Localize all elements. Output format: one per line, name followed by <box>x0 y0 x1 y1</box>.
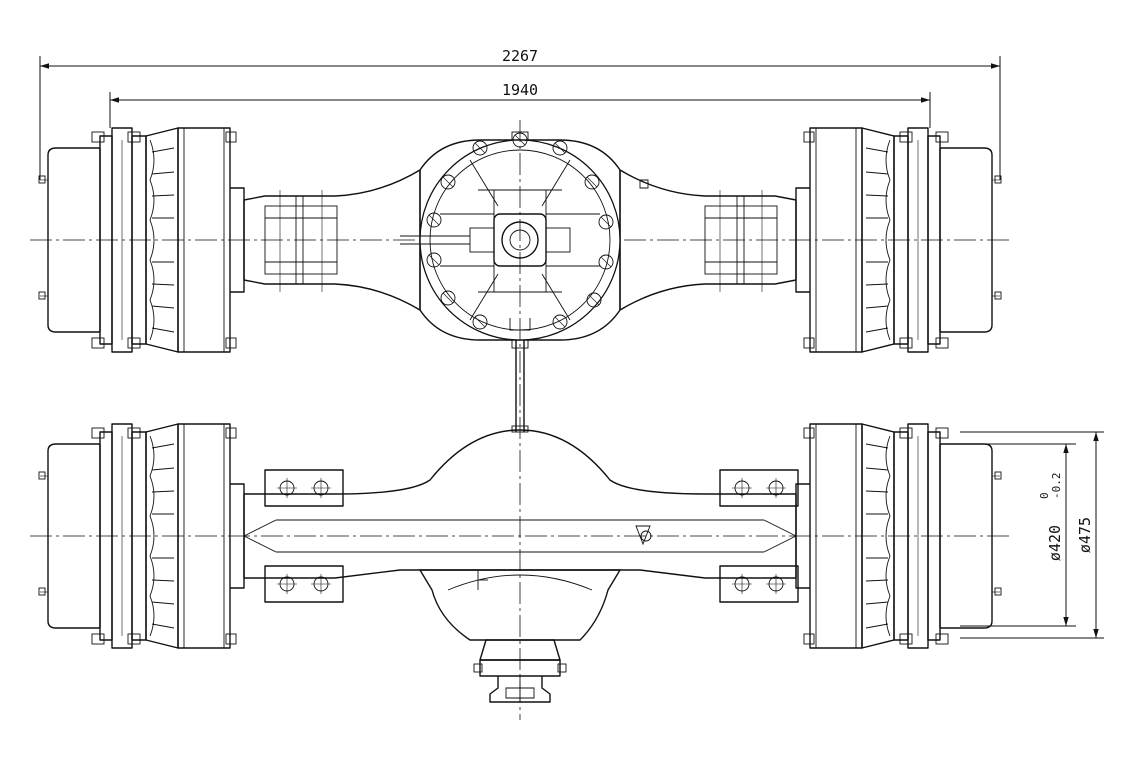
front-view <box>30 423 1012 703</box>
overall-width-label: 2267 <box>502 47 538 65</box>
inner-diameter-tolerance-lower: -0.2 <box>1050 473 1063 500</box>
top-view <box>30 120 1012 720</box>
inner-diameter-tolerance-upper: 0 <box>1038 492 1051 499</box>
track-width-label: 1940 <box>502 81 538 99</box>
inner-diameter-label: ø420 <box>1046 525 1064 561</box>
outer-diameter-label: ø475 <box>1076 517 1094 553</box>
dimension-track <box>109 92 931 128</box>
dimension-overall <box>39 56 1001 180</box>
dimension-diameters <box>960 431 1104 639</box>
